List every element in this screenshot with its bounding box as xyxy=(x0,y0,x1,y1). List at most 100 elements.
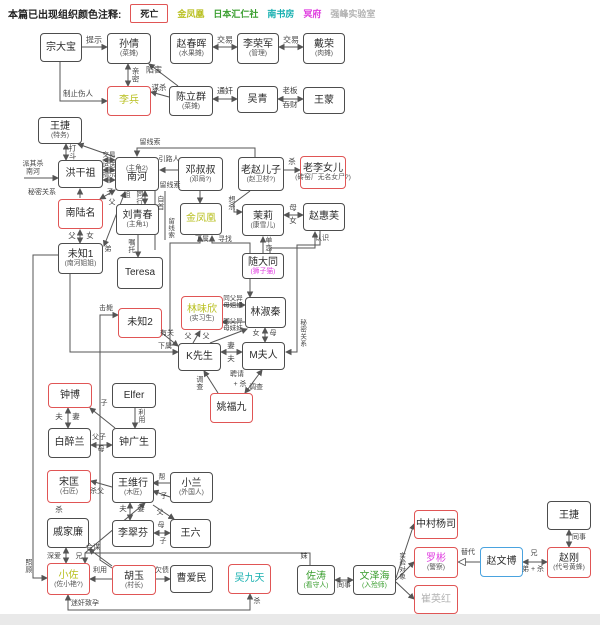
node-name: 崔英红 xyxy=(421,593,451,605)
node-subtitle: (看守人) xyxy=(303,581,329,589)
node-nakamura-yangsi: 中村杨司 xyxy=(414,510,458,539)
node-subtitle: (狮子猫) xyxy=(250,267,276,275)
node-zhong-guangsheng: 钟广生 xyxy=(112,428,156,458)
relation-edge xyxy=(77,142,116,158)
node-yao-fujiu: 姚福九 xyxy=(210,393,253,423)
node-deng-shushu: 邓叔叔(邓局?) xyxy=(178,157,223,191)
node-zhao-huifu: 赵惠芙 xyxy=(303,203,345,231)
bottom-strip xyxy=(0,614,600,625)
node-lin-shuqin: 林淑秦 xyxy=(245,297,286,328)
node-name: 白醉兰 xyxy=(54,437,85,449)
node-chen-liqun: 陈立群(菜摊) xyxy=(169,86,213,116)
node-name: 王六 xyxy=(180,527,201,539)
node-name: 未知1 xyxy=(67,249,94,261)
node-name: 小佐 xyxy=(58,569,79,581)
node-wen-zehai: 文泽海(入殓师) xyxy=(353,565,396,595)
node-name: 李翠芬 xyxy=(118,527,148,539)
node-name: Elfer xyxy=(123,389,145,401)
node-name: 小兰 xyxy=(181,478,202,490)
node-subtitle: (管理) xyxy=(248,50,268,58)
node-xiao-lan: 小兰(外国人) xyxy=(170,472,213,503)
relation-edge xyxy=(99,311,119,569)
relation-edge xyxy=(90,479,113,488)
node-jin-fenghuang: 金凤凰 xyxy=(180,203,222,235)
node-name: 林味欣 xyxy=(187,303,217,315)
node-name: 王捷 xyxy=(559,509,579,521)
node-qi-jialian: 戚家廉 xyxy=(47,518,89,548)
relation-edge xyxy=(148,63,179,87)
legend-item-gray: 强峰实验室 xyxy=(330,9,376,19)
node-li-bing: 李兵 xyxy=(107,86,151,116)
node-liu-qingchun: 刘青春(主角1) xyxy=(116,204,159,235)
legend-item-cyan: 南书房 xyxy=(267,9,295,19)
node-name: 老李女儿 xyxy=(303,163,343,175)
node-subtitle: (南河姐姐) xyxy=(64,260,97,268)
node-laozhao-erzi: 老赵儿子(赵卫材?) xyxy=(238,157,284,191)
node-sun-qian: 孙倩(菜摊) xyxy=(107,33,151,64)
node-zhao-gang: 赵刚(代号黄蜂) xyxy=(547,547,591,578)
node-name: 李兵 xyxy=(119,95,139,107)
node-elfer: Elfer xyxy=(112,383,156,408)
relation-edge xyxy=(208,235,251,253)
node-name: 陈立群 xyxy=(176,91,206,103)
node-wang-liu: 王六 xyxy=(170,519,211,548)
legend-item-green: 日本汇仁社 xyxy=(213,9,259,19)
legend-item-dead: 死亡 xyxy=(130,4,169,23)
node-name: 宗大宝 xyxy=(46,41,76,53)
legend: 本篇已出现组织颜色注释: 死亡金凤凰日本汇仁社南书房冥府强峰实验室 xyxy=(8,4,375,23)
node-name: K先生 xyxy=(186,351,213,363)
relation-edge xyxy=(152,504,175,520)
node-weizhi1: 未知1(南河姐姐) xyxy=(58,243,103,274)
node-subtitle: (赵卫材?) xyxy=(246,175,276,183)
node-dai-rong: 戴荣(肉摊) xyxy=(303,33,345,64)
node-li-cuifen: 李翠芬 xyxy=(112,520,154,547)
node-name: 王捷 xyxy=(50,121,70,133)
node-teresa: Teresa xyxy=(117,257,163,289)
node-subtitle: (肉摊) xyxy=(314,50,334,58)
relation-edge xyxy=(269,231,319,253)
node-name: 孙倩 xyxy=(119,39,139,51)
node-wu-qing: 吴青 xyxy=(237,86,278,113)
node-name: 中村杨司 xyxy=(416,518,456,530)
relation-edge xyxy=(99,189,116,200)
node-subtitle: (菜摊) xyxy=(181,102,201,110)
node-subtitle: (佐小艳?) xyxy=(54,580,83,588)
node-cao-aimin: 曹爱民 xyxy=(170,565,213,593)
node-song-kuang: 宋匡(石匠) xyxy=(47,470,91,503)
node-name: 赵刚 xyxy=(559,553,579,565)
node-name: 吴九天 xyxy=(234,573,265,585)
relation-edge xyxy=(161,332,179,347)
node-wang-jie-tewu: 王捷(特务) xyxy=(38,117,82,144)
relation-edge xyxy=(69,274,179,356)
relation-edge xyxy=(244,369,263,394)
node-zuo-tao: 佐涛(看守人) xyxy=(297,565,335,595)
node-zong-dabao: 宗大宝 xyxy=(40,33,82,62)
node-name: 南河 xyxy=(127,172,147,184)
node-m-furen: M夫人 xyxy=(242,342,285,370)
node-luo-bin: 罗彬(警察) xyxy=(414,547,458,578)
node-name: 金凤凰 xyxy=(186,213,216,225)
node-name: 赵文博 xyxy=(486,556,517,568)
relation-edge xyxy=(395,561,415,581)
node-name: M夫人 xyxy=(249,350,278,362)
legend-item-yellow: 金凤凰 xyxy=(177,9,205,19)
node-subtitle: (菜摊) xyxy=(119,50,139,58)
relation-edge xyxy=(81,552,311,565)
node-subtitle: (实习生) xyxy=(189,314,215,322)
node-subtitle: (主角2) xyxy=(126,164,148,172)
node-name: 钟博 xyxy=(60,389,80,401)
node-name: Teresa xyxy=(124,267,155,279)
relation-edge xyxy=(203,370,219,394)
relation-edge xyxy=(395,523,416,579)
node-name: 吴青 xyxy=(247,93,268,105)
node-wu-jiutian: 吴九天 xyxy=(228,564,271,594)
node-subtitle: (警察) xyxy=(426,564,446,572)
relation-edge xyxy=(395,581,415,600)
node-name: 洪干祖 xyxy=(65,168,96,180)
node-name: 刘青春 xyxy=(122,210,153,222)
legend-title: 本篇已出现组织颜色注释: xyxy=(8,10,122,21)
node-subtitle: (砖窑厂无名女尸?) xyxy=(295,174,351,182)
node-name: 文泽海 xyxy=(359,570,390,582)
